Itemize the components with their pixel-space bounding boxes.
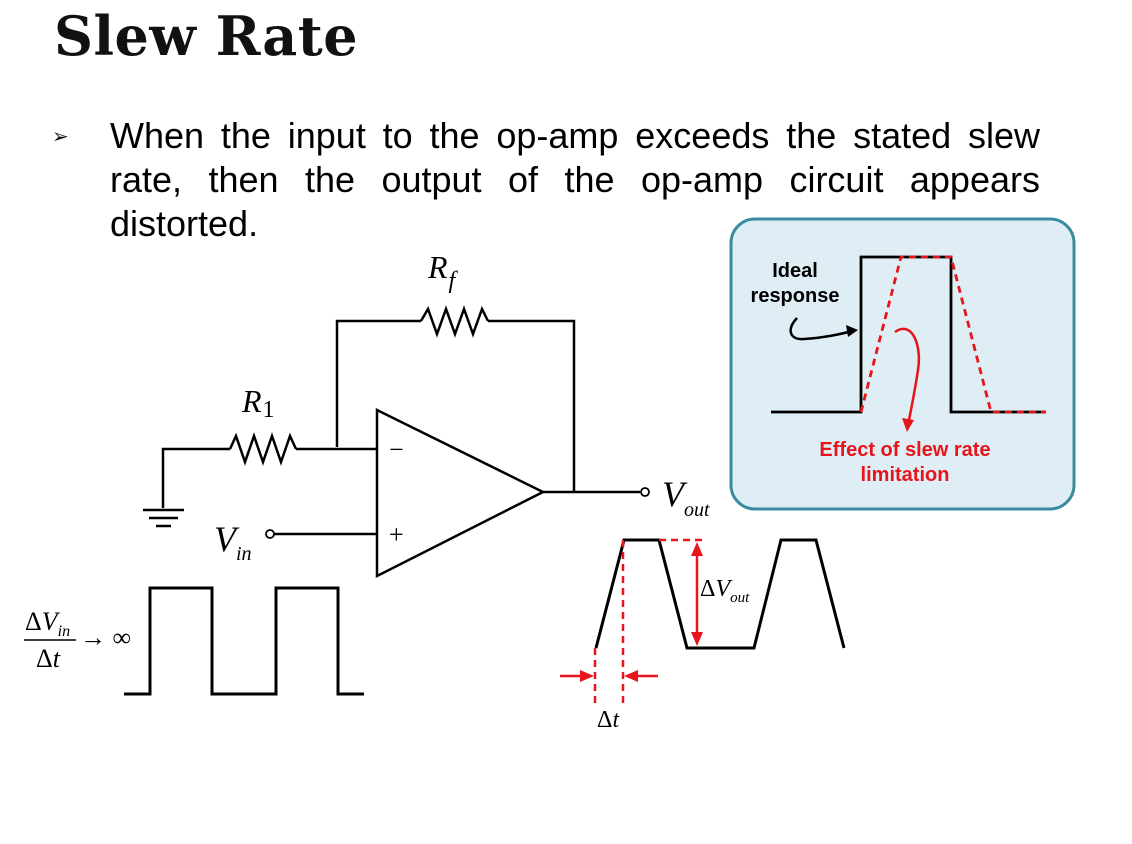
delta-t-right-arrowhead (624, 670, 638, 682)
inverting-sign: − (389, 435, 404, 464)
ground-wire (161, 447, 230, 508)
delta-vout-label: ΔVout (700, 576, 750, 606)
output-terminal (640, 487, 650, 497)
ideal-response-arrowhead (846, 325, 858, 337)
inverting-amplifier-circuit (143, 305, 650, 579)
infinity-limit: → ∞ (80, 623, 131, 652)
slide-title: Slew Rate (54, 4, 359, 68)
input-resistor-label: R1 (241, 383, 275, 423)
effect-arrowhead (902, 418, 914, 432)
ideal-response-pointer (789, 317, 853, 341)
feedback-wire (335, 319, 421, 447)
output-wave-annotations (560, 538, 706, 708)
effect-label-line1: Effect of slew rate (819, 439, 990, 461)
noninverting-sign: + (389, 520, 404, 549)
delta-vout-arrowhead-top (691, 542, 703, 556)
output-trapezoid-wave (594, 538, 846, 650)
bullet-text: When the input to the op-amp exceeds the… (110, 115, 1040, 244)
input-terminal (265, 529, 275, 539)
op-amp-triangle (375, 407, 546, 579)
slew-limited-response-wave (859, 255, 1046, 414)
slew-rate-callout: Ideal response Effect of slew rate limit… (729, 217, 1076, 511)
feedback-resistor (419, 305, 490, 338)
callout-box (729, 217, 1076, 511)
delta-t-label: Δt (597, 707, 620, 733)
effect-pointer (894, 327, 921, 421)
effect-label-line2: limitation (861, 464, 950, 486)
feedback-wire-right (488, 319, 576, 492)
delta-vout-arrowhead-bottom (691, 632, 703, 646)
input-square-wave (124, 586, 364, 696)
arrowhead-bullet-icon: ➢ (52, 124, 69, 148)
input-voltage-label: Vin (214, 519, 252, 565)
ideal-label-line2: response (751, 285, 840, 307)
input-rate-expression: ΔVin Δt → ∞ (24, 607, 131, 673)
ideal-response-wave (771, 255, 1046, 414)
delta-t-left-arrowhead (580, 670, 594, 682)
ideal-label-line1: Ideal (772, 260, 818, 282)
output-voltage-label: Vout (662, 474, 710, 521)
input-resistor (228, 432, 298, 466)
input-rate-numerator: ΔVin (25, 607, 70, 640)
feedback-resistor-label: Rf (427, 249, 459, 294)
input-rate-denominator: Δt (36, 644, 61, 673)
